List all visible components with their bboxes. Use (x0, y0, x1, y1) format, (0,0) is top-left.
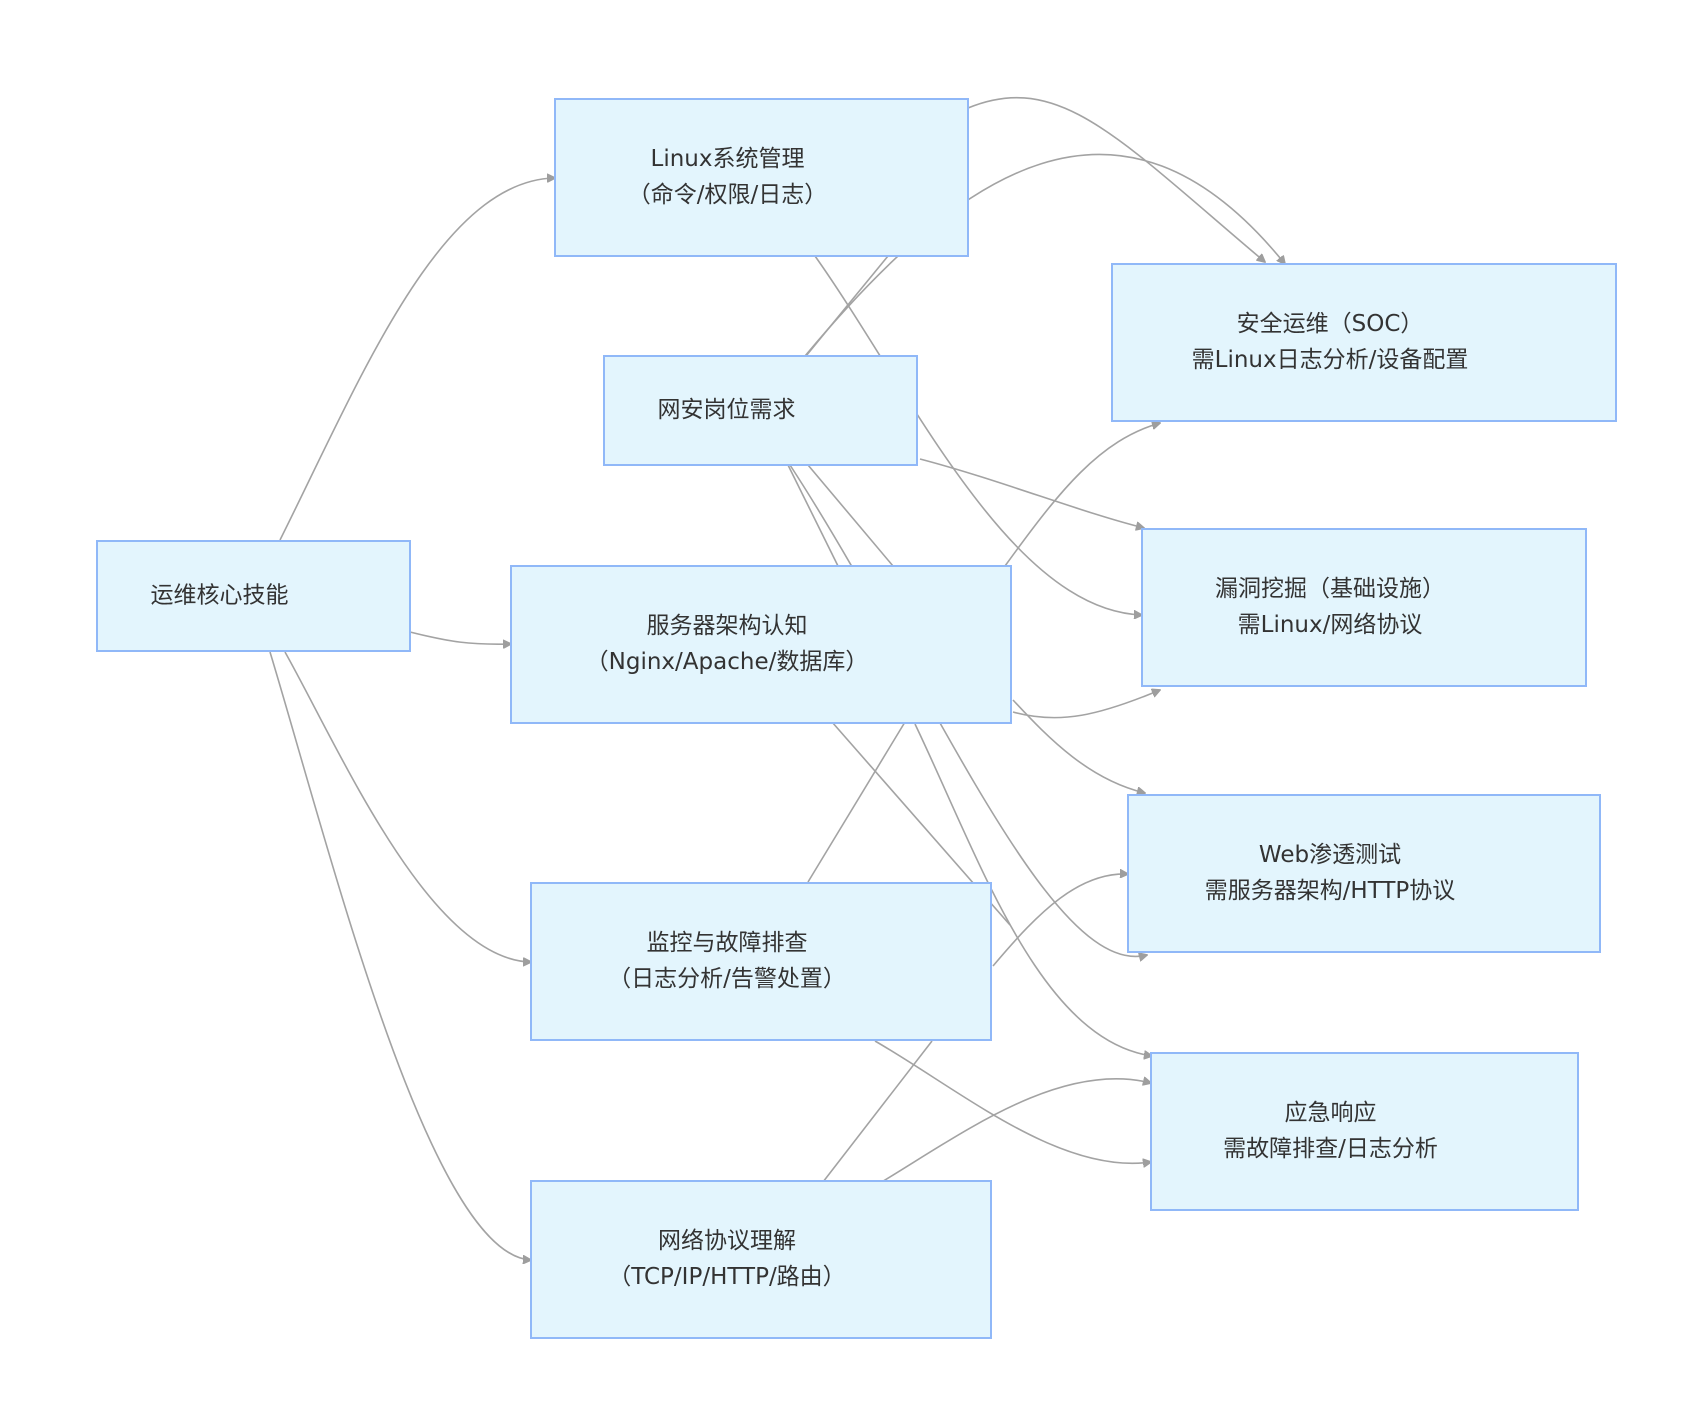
node-box-skills (96, 540, 411, 652)
node-box-server (510, 565, 1012, 724)
node-network[interactable]: 网络协议理解 （TCP/IP/HTTP/路由） (530, 1180, 992, 1339)
edge-linux-soc (967, 96, 1265, 262)
node-label-linux-line-1: Linux系统管理 (651, 146, 805, 172)
edge-skills-linux (279, 178, 555, 541)
node-label-web-line-1: Web渗透测试 (1259, 842, 1401, 868)
node-label-incident-line-2: 需故障排查/日志分析 (1223, 1136, 1438, 1162)
node-box-network (530, 1180, 992, 1339)
edge-network-incident (879, 1079, 1151, 1184)
edge-jobs-web (789, 464, 1147, 956)
nodes-layer: 运维核心技能 Linux系统管理 （命令/权限/日志） 网安岗位需求 服务器架构认… (96, 98, 1617, 1339)
node-label-server-line-1: 服务器架构认知 (647, 613, 808, 639)
edges-layer (269, 96, 1285, 1260)
edge-server-vuln (1012, 690, 1160, 719)
node-vuln[interactable]: 漏洞挖掘（基础设施） 需Linux/网络协议 (1141, 528, 1587, 687)
edge-linux-vuln (814, 255, 1142, 615)
node-label-server-line-2: （Nginx/Apache/数据库） (586, 649, 869, 675)
node-box-incident (1150, 1052, 1579, 1211)
node-label-network-line-2: （TCP/IP/HTTP/路由） (608, 1264, 845, 1290)
node-label-network-line-1: 网络协议理解 (658, 1228, 796, 1254)
node-server[interactable]: 服务器架构认知 （Nginx/Apache/数据库） (510, 565, 1012, 724)
node-label-linux-line-2: （命令/权限/日志） (628, 182, 828, 208)
edge-jobs-server-crossing (787, 464, 839, 567)
node-label-incident-line-1: 应急响应 (1285, 1100, 1377, 1126)
node-label-web-line-2: 需服务器架构/HTTP协议 (1205, 878, 1456, 904)
node-label-monitor-line-2: （日志分析/告警处置） (608, 966, 846, 992)
node-label-soc-line-1: 安全运维（SOC） (1237, 311, 1424, 337)
node-jobs[interactable]: 网安岗位需求 (603, 355, 918, 466)
node-box-monitor (530, 882, 992, 1041)
node-label-vuln-line-2: 需Linux/网络协议 (1238, 612, 1423, 638)
edge-monitor-incident (874, 1040, 1151, 1163)
node-monitor[interactable]: 监控与故障排查 （日志分析/告警处置） (530, 882, 992, 1041)
node-label-skills-line-1: 运维核心技能 (151, 583, 289, 609)
node-label-jobs-line-1: 网安岗位需求 (658, 397, 796, 423)
node-label-soc-line-2: 需Linux日志分析/设备配置 (1192, 347, 1469, 373)
edge-server-soc (1004, 423, 1160, 567)
edge-skills-network (269, 651, 531, 1260)
node-label-monitor-line-1: 监控与故障排查 (647, 930, 808, 956)
edge-jobs-server-crossing-2 (807, 464, 894, 567)
node-skills[interactable]: 运维核心技能 (96, 540, 411, 652)
node-box-soc (1111, 263, 1617, 422)
node-box-vuln (1141, 528, 1587, 687)
node-linux[interactable]: Linux系统管理 （命令/权限/日志） (554, 98, 969, 257)
edge-skills-monitor (284, 651, 531, 962)
edge-linux-jobs-crossing (805, 255, 889, 357)
node-box-jobs (603, 355, 918, 466)
edge-jobs-soc (804, 153, 1285, 357)
edge-server-incident (914, 723, 1152, 1056)
edge-jobs-vuln (919, 458, 1144, 528)
node-box-linux (554, 98, 969, 257)
edge-server-monitor-crossing (807, 721, 906, 883)
edge-skills-server (409, 631, 511, 644)
edge-monitor-web (992, 874, 1128, 967)
edge-server-web (1012, 699, 1145, 793)
node-soc[interactable]: 安全运维（SOC） 需Linux日志分析/设备配置 (1111, 263, 1617, 422)
node-label-vuln-line-1: 漏洞挖掘（基础设施） (1215, 576, 1445, 602)
edge-monitor-network-crossing (822, 1040, 933, 1183)
node-box-web (1127, 794, 1601, 953)
